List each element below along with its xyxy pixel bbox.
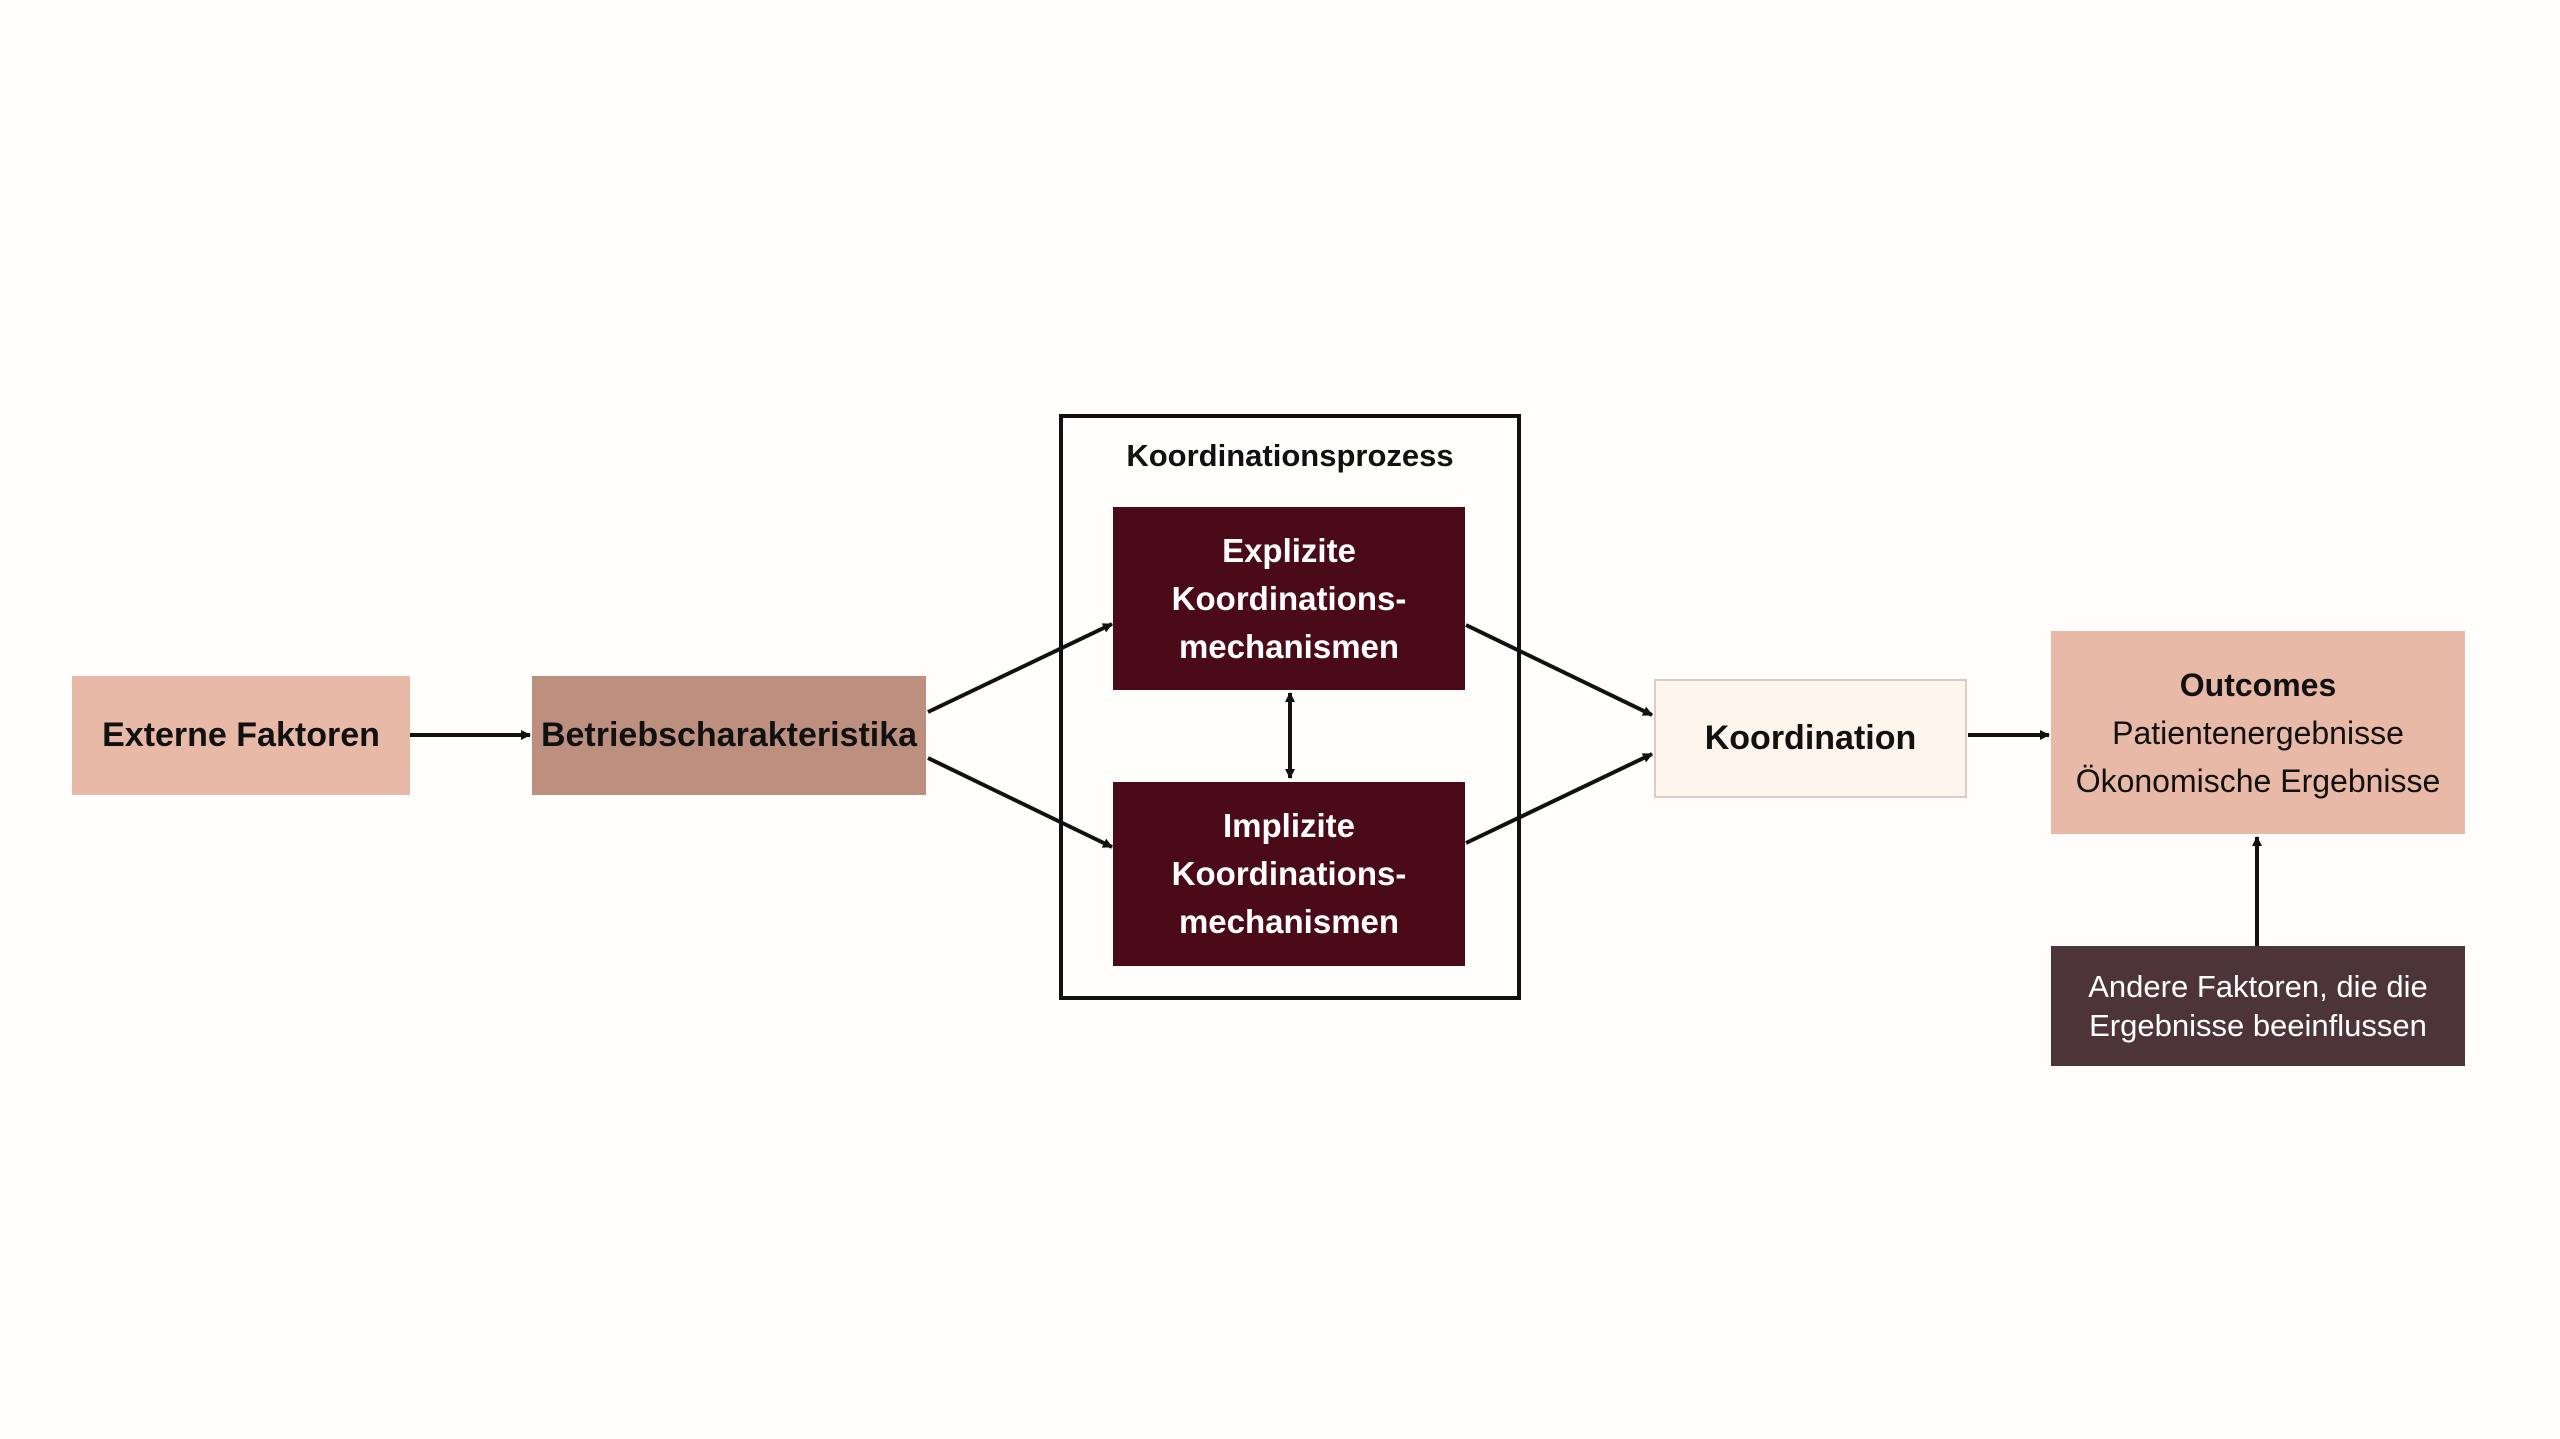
edge-betrieb-to-explizit — [927, 622, 1113, 714]
node-explizite-koordinationsmechanismen: Explizite Koordinations- mechanismen — [1113, 507, 1465, 690]
explizit-line-1: Explizite — [1222, 531, 1356, 569]
koordinationsprozess-title: Koordinationsprozess — [1126, 438, 1454, 473]
edge-implizit-to-koordination — [1465, 752, 1653, 845]
andere-line-1: Andere Faktoren, die die — [2088, 969, 2428, 1004]
node-betriebscharakteristika: Betriebscharakteristika — [532, 676, 926, 795]
outcomes-title: Outcomes — [2179, 666, 2337, 703]
node-koordination-label: Koordination — [1704, 719, 1917, 757]
implizit-line-2: Koordinations- — [1171, 855, 1407, 892]
node-betriebscharakteristika-label: Betriebscharakteristika — [540, 716, 918, 754]
outcomes-item-oekonomische-ergebnisse: Ökonomische Ergebnisse — [2075, 762, 2441, 799]
explizit-line-2: Koordinations- — [1171, 579, 1407, 617]
implizit-line-3: mechanismen — [1178, 903, 1400, 940]
outcomes-item-patientenergebnisse: Patientenergebnisse — [2112, 714, 2404, 751]
edge-explizit-to-koordination — [1465, 623, 1653, 717]
node-externe-faktoren-label: Externe Faktoren — [102, 716, 380, 754]
andere-line-2: Ergebnisse beeinflussen — [2089, 1008, 2427, 1043]
node-implizite-koordinationsmechanismen: Implizite Koordinations- mechanismen — [1113, 782, 1465, 966]
node-outcomes: Outcomes Patientenergebnisse Ökonomische… — [2051, 631, 2465, 834]
edge-betrieb-to-implizit — [927, 756, 1113, 849]
explizit-line-3: mechanismen — [1178, 627, 1400, 665]
node-koordination: Koordination — [1654, 679, 1967, 798]
node-externe-faktoren: Externe Faktoren — [72, 676, 410, 795]
implizit-line-1: Implizite — [1222, 807, 1356, 844]
node-andere-faktoren: Andere Faktoren, die die Ergebnisse beei… — [2051, 946, 2465, 1066]
koordinationsprozess-frame — [1059, 414, 1521, 1000]
